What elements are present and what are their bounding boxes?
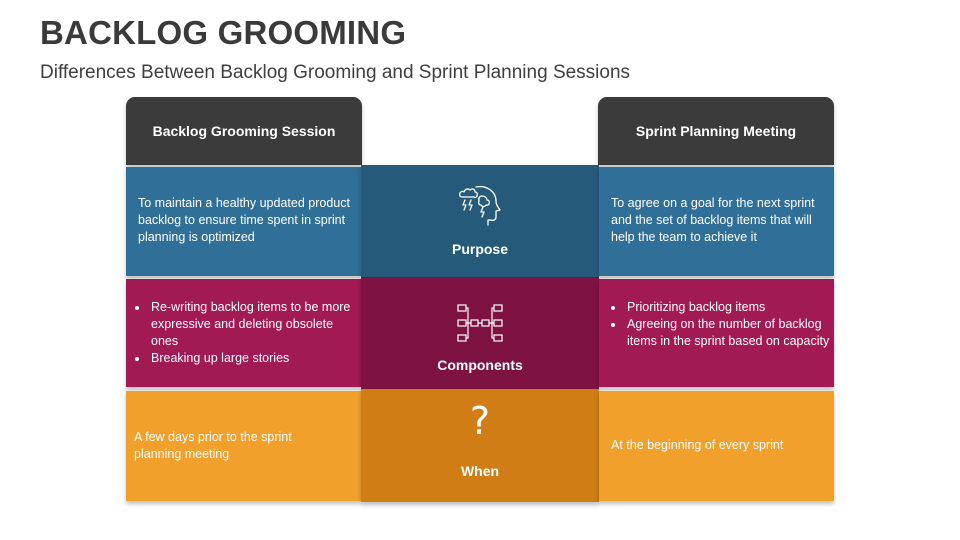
question-mark-icon: ? <box>469 399 491 443</box>
when-left-text: A few days prior to the sprint planning … <box>134 430 292 461</box>
purpose-label: Purpose <box>451 241 508 257</box>
list-item: Agreeing on the number of backlog items … <box>625 316 839 350</box>
list-item: Prioritizing backlog items <box>625 299 839 316</box>
purpose-left-cell: To maintain a healthy updated product ba… <box>126 167 361 276</box>
hierarchy-icon <box>457 304 503 342</box>
components-center-cell: Components <box>361 277 599 389</box>
page-title: BACKLOG GROOMING <box>40 14 407 51</box>
right-column-header: Sprint Planning Meeting <box>598 97 834 165</box>
head-storm-icon <box>458 185 501 226</box>
when-label: When <box>460 463 500 479</box>
left-column-header: Backlog Grooming Session <box>126 97 362 165</box>
when-right-text: At the beginning of every sprint <box>611 438 784 452</box>
components-right-cell: Prioritizing backlog items Agreeing on t… <box>599 279 834 387</box>
components-left-list: Re-writing backlog items to be more expr… <box>135 299 361 367</box>
components-label: Components <box>437 357 523 373</box>
components-right-list: Prioritizing backlog items Agreeing on t… <box>611 299 839 350</box>
when-right-cell: At the beginning of every sprint <box>599 391 834 501</box>
purpose-right-text: To agree on a goal for the next sprint a… <box>611 196 815 244</box>
components-left-cell: Re-writing backlog items to be more expr… <box>126 279 361 387</box>
when-center-cell: ? When <box>361 389 599 502</box>
purpose-center-cell: Purpose <box>361 165 599 278</box>
purpose-right-cell: To agree on a goal for the next sprint a… <box>599 167 834 276</box>
list-item: Re-writing backlog items to be more expr… <box>149 299 361 350</box>
list-item: Breaking up large stories <box>149 350 361 367</box>
page-subtitle: Differences Between Backlog Grooming and… <box>40 62 631 83</box>
purpose-left-text: To maintain a healthy updated product ba… <box>138 196 350 244</box>
when-left-cell: A few days prior to the sprint planning … <box>126 391 361 501</box>
